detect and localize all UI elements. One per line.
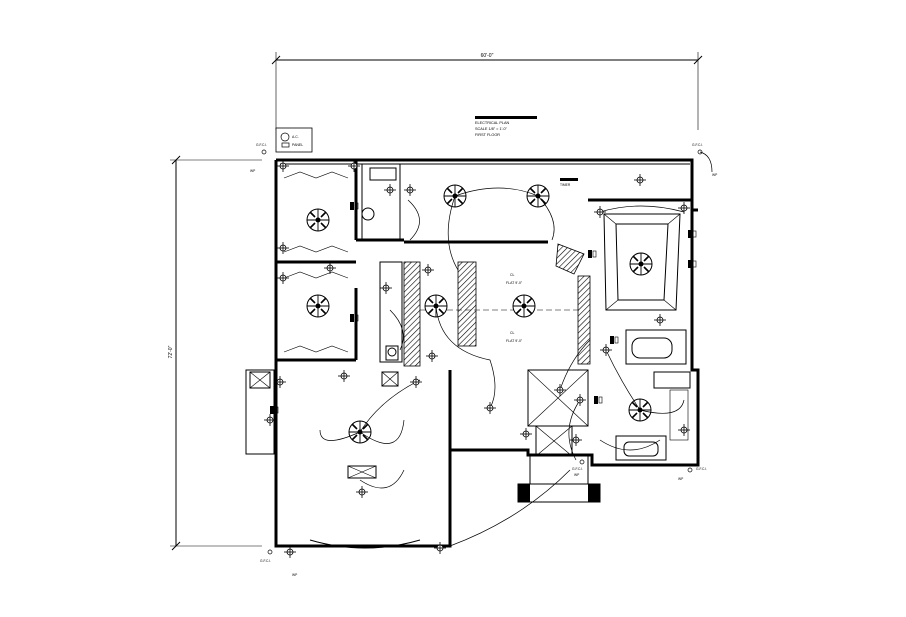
outlet-ne-label-a: G.F.C.I. — [692, 143, 703, 147]
ceiling-label-1a: CL — [510, 273, 515, 277]
outlet-mid-label-a: G.F.C.I. — [572, 467, 583, 471]
dimension-depth: 72'-0" — [168, 155, 262, 551]
outlet-se-label-b: WP — [678, 477, 684, 481]
outlet-nw-label-a: G.F.C.I. — [256, 143, 267, 147]
baths-center-left — [356, 163, 421, 367]
outlet-ne-label-b: WP — [712, 173, 718, 177]
wiring — [319, 187, 685, 547]
title-line2: SCALE 1/8" = 1'-0" — [475, 127, 508, 131]
ceiling-label-2a: CL — [510, 331, 515, 335]
overall-depth-label: 72'-0" — [168, 345, 174, 358]
outlet-sw-label-b: WP — [292, 573, 298, 577]
title-block: ELECTRICAL PLAN SCALE 1/8" = 1'-0" FIRST… — [475, 116, 537, 137]
ceiling-label-1b: FLAT 9'-0" — [506, 281, 523, 285]
dimension-width: 60'-0" — [271, 52, 703, 130]
master-bath — [615, 329, 691, 461]
entry — [517, 369, 601, 503]
exterior-outlets: G.F.C.I. WP G.F.C.I. WP G.F.C.I. WP G.F.… — [250, 143, 718, 577]
outlet-se-label-a: G.F.C.I. — [696, 467, 707, 471]
legend-ac: A.C. — [292, 135, 299, 139]
bedroom-lower — [276, 271, 358, 362]
switches — [269, 201, 697, 415]
title-line1: ELECTRICAL PLAN — [475, 121, 510, 125]
ceiling-label-2b: FLAT 9'-0" — [506, 339, 523, 343]
outlet-sw-label-a: G.F.C.I. — [260, 559, 271, 563]
garage — [245, 369, 421, 549]
kitchen-timer-label: TIMER — [560, 183, 571, 187]
title-line3: FIRST FLOOR — [475, 133, 500, 137]
overall-width-label: 60'-0" — [481, 53, 494, 59]
outlet-mid-label-b: WP — [574, 473, 580, 477]
legend-box: A.C. PANEL — [275, 127, 313, 153]
exterior-walls — [274, 158, 700, 548]
bedroom-upper — [276, 160, 358, 264]
outlet-nw-label-b: WP — [250, 169, 256, 173]
legend-panel: PANEL — [292, 143, 303, 147]
master-bedroom — [603, 213, 681, 311]
great-room: CL FLAT 9'-0" CL FLAT 9'-0" — [404, 184, 591, 365]
